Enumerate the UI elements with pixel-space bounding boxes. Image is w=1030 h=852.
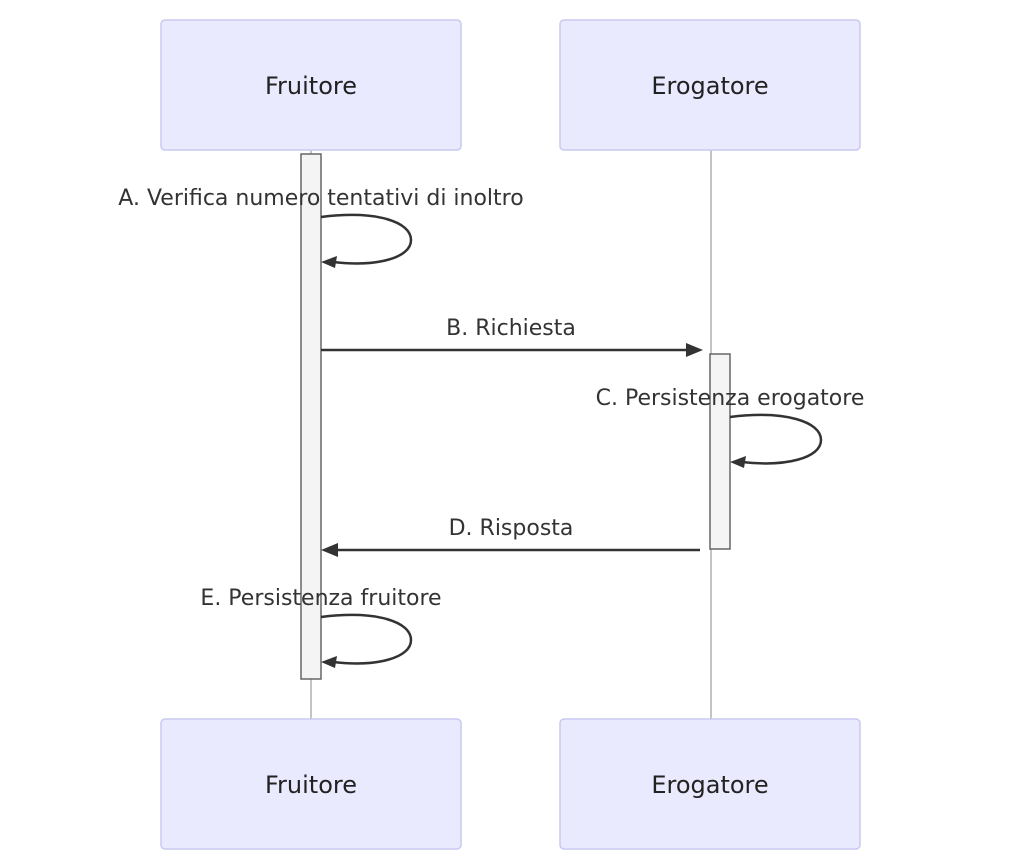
participant-erogatore-bottom-label: Erogatore xyxy=(651,771,768,799)
participant-erogatore-bottom: Erogatore xyxy=(559,718,861,850)
message-b-label: B. Richiesta xyxy=(446,316,576,341)
self-loop-a xyxy=(320,213,413,265)
arrowhead-d xyxy=(321,543,338,557)
arrowhead-a xyxy=(321,256,337,268)
message-d: D. Risposta xyxy=(321,516,700,557)
arrowhead-b xyxy=(686,343,703,357)
participant-erogatore-top-label: Erogatore xyxy=(651,72,768,100)
activation-erogatore xyxy=(709,353,731,550)
participant-fruitore-top-label: Fruitore xyxy=(265,72,357,100)
activation-fruitore xyxy=(300,153,322,680)
participant-fruitore-bottom: Fruitore xyxy=(160,718,462,850)
participant-erogatore-top: Erogatore xyxy=(559,19,861,151)
message-e: E. Persistenza fruitore xyxy=(200,586,442,668)
arrowhead-c xyxy=(730,456,746,468)
message-b: B. Richiesta xyxy=(321,316,703,357)
participant-fruitore-top: Fruitore xyxy=(160,19,462,151)
message-c: C. Persistenza erogatore xyxy=(596,386,865,468)
message-a: A. Verifica numero tentativi di inoltro xyxy=(118,186,524,268)
message-a-label: A. Verifica numero tentativi di inoltro xyxy=(118,186,523,211)
message-e-label: E. Persistenza fruitore xyxy=(200,586,441,611)
message-d-label: D. Risposta xyxy=(449,516,574,541)
self-loop-c xyxy=(729,413,823,465)
participant-fruitore-bottom-label: Fruitore xyxy=(265,771,357,799)
self-loop-e xyxy=(320,613,413,665)
message-c-label: C. Persistenza erogatore xyxy=(596,386,865,411)
arrowhead-e xyxy=(321,656,337,668)
